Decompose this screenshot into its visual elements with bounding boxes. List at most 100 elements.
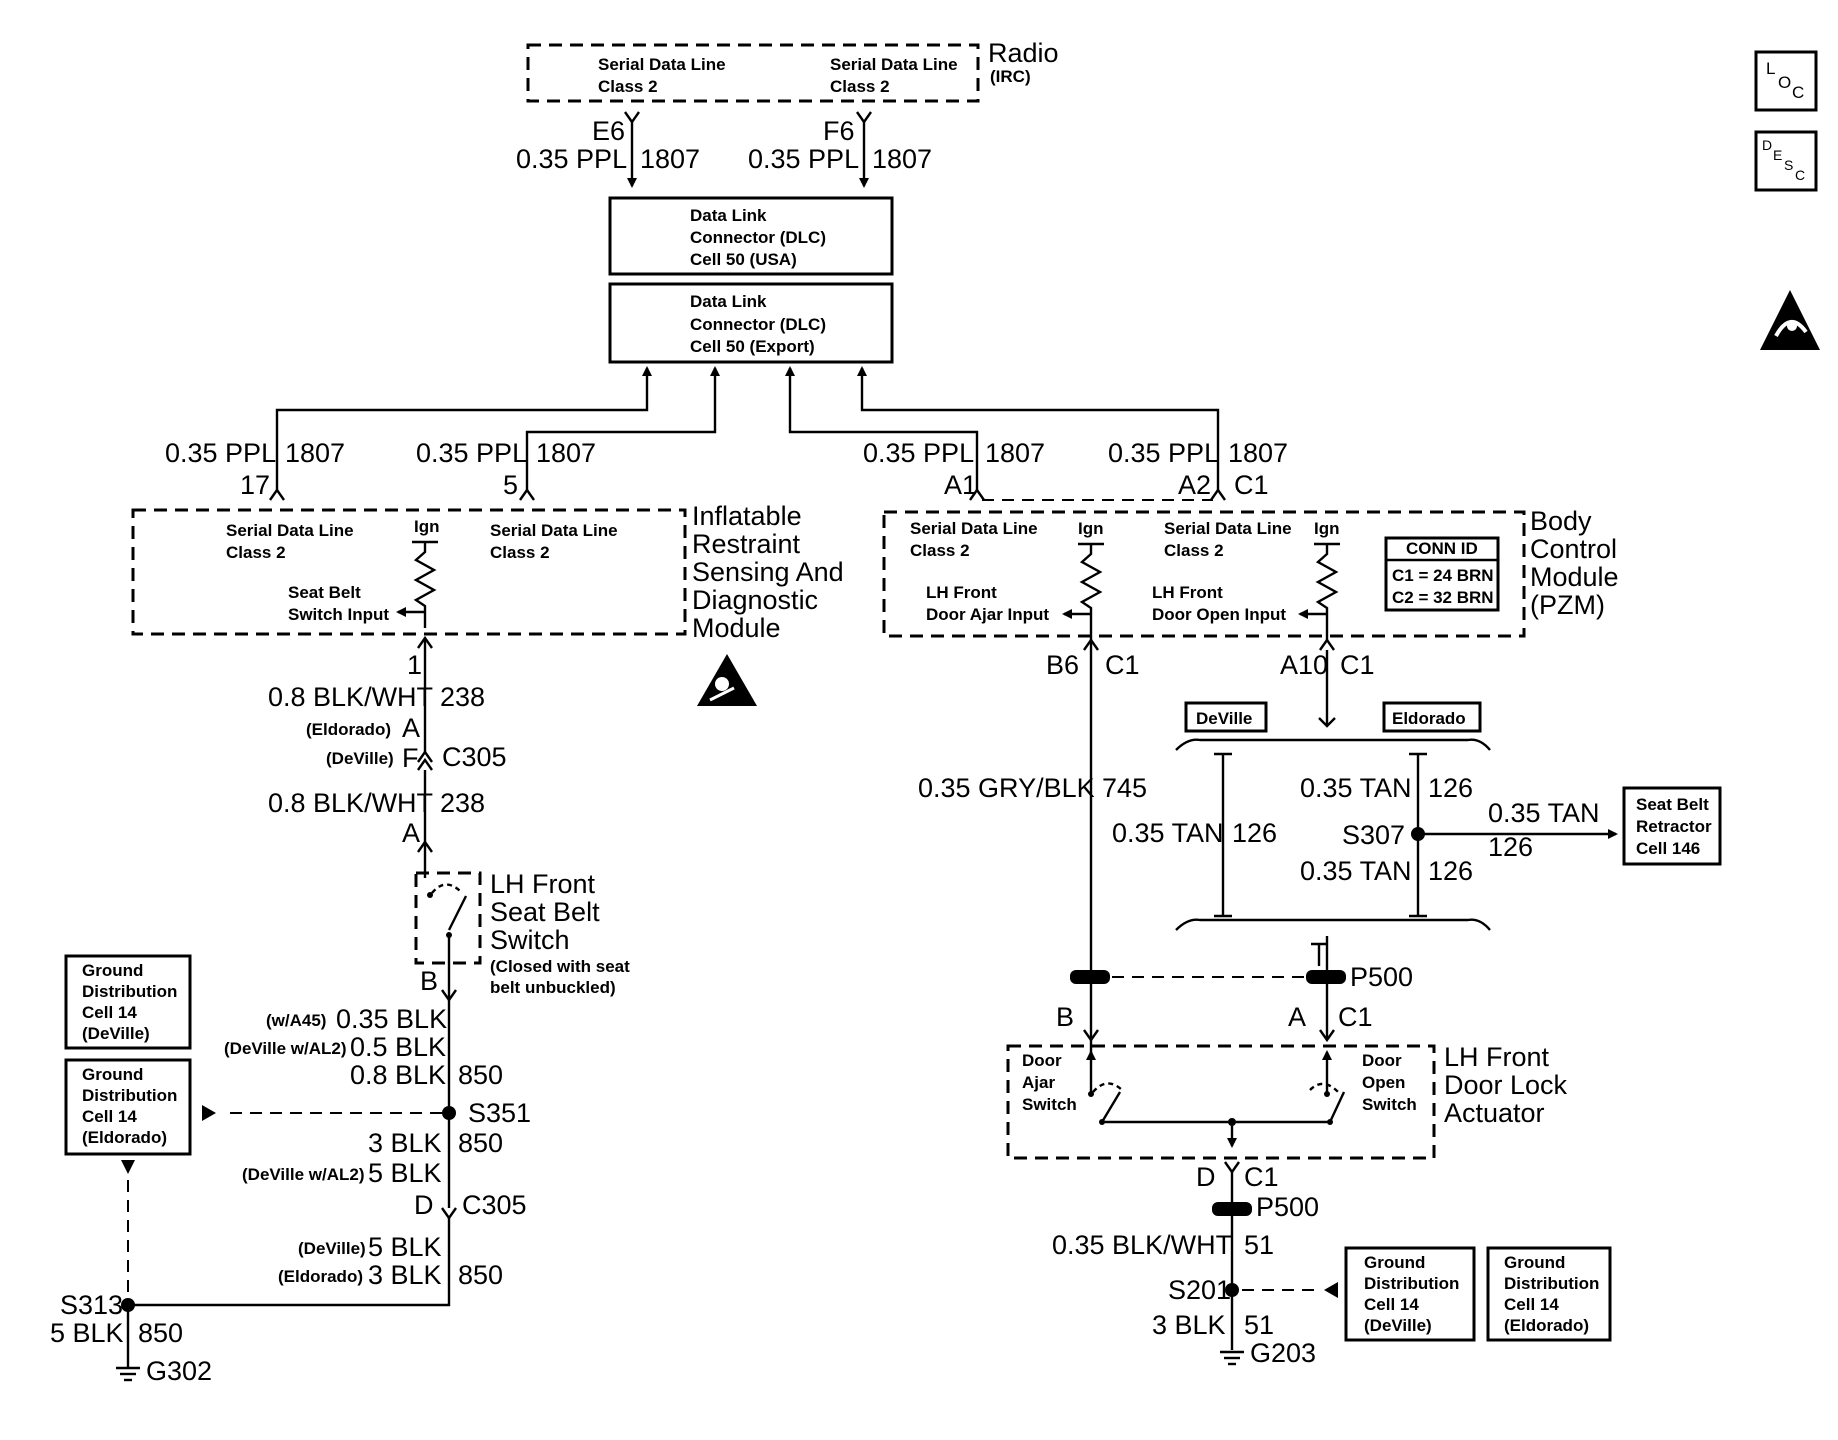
dlc-usa-line2: Connector (DLC) [690,228,826,247]
sdm-title1: Inflatable [692,501,802,531]
sdm-title5: Module [692,613,781,643]
ground-icon [116,1366,140,1382]
conn-c1: C1 [1338,1002,1373,1032]
variant-label: (DeVille w/AL2) [224,1039,347,1058]
variant-bracket-bottom [1175,918,1491,931]
wire-gauge: 0.35 PPL [748,144,859,174]
wire-circuit: 1807 [1228,438,1288,468]
pin-b: B [420,966,438,996]
pin-17: 17 [240,470,270,500]
sdm-class2: Class 2 [490,543,550,562]
wire-gauge: 0.35 PPL [516,144,627,174]
connector-p500: P500 [1256,1192,1319,1222]
svg-text:O: O [1778,73,1791,92]
gd-line: (DeVille) [1364,1316,1432,1335]
pin-5: 5 [503,470,518,500]
sdm-ign: Ign [414,517,440,536]
ajar-label3: Switch [1022,1095,1077,1114]
wire-circuit: 850 [458,1060,503,1090]
sdm-title2: Restraint [692,529,801,559]
bcm-sdl1: Serial Data Line [910,519,1038,538]
svg-text:C: C [1795,167,1805,183]
pin-a1: A1 [944,470,977,500]
variant-bracket-top [1175,738,1491,751]
gd-line: Distribution [1504,1274,1599,1293]
conn-id-box [1384,536,1500,612]
resistor-icon [1315,544,1339,640]
connector-c305-icon [417,749,433,771]
dlc-usa-box: Data Link Connector (DLC) Cell 50 (USA) [608,196,894,276]
esd-warning-icon [1760,290,1820,350]
conn-id-c2: C2 = 32 BRN [1392,588,1494,607]
gd-line: (Eldorado) [1504,1316,1589,1335]
wire-circuit: 126 [1488,832,1533,862]
seat-belt-switch-box [414,871,482,965]
door-open-switch-icon [1328,1091,1346,1123]
radio-class2: Class 2 [830,77,890,96]
sdm-serial-wire-5: 0.35 PPL 1807 5 [416,366,720,501]
wire-gauge: 0.5 BLK [350,1032,446,1062]
wire-circuit: 1807 [536,438,596,468]
svg-text:D: D [1762,137,1772,153]
sdm-title4: Diagnostic [692,585,818,615]
wire-gauge: 0.35 TAN [1112,818,1224,848]
seat-belt-circuit: 1 0.8 BLK/WHT 238 (Eldorado) A (DeVille)… [50,635,630,1386]
gd-line: Cell 14 [82,1003,137,1022]
sdm-title3: Sensing And [692,557,844,587]
wire-gauge: 0.35 BLK/WHT [1052,1230,1232,1260]
connector-c305: C305 [462,1190,527,1220]
ground-dist-deville-right: Ground Distribution Cell 14 (DeVille) [1344,1246,1476,1342]
pin-f6: F6 [823,116,855,146]
svg-text:C: C [1792,83,1804,102]
pin-a: A [1288,1002,1306,1032]
dlc-usa-line1: Data Link [690,206,767,225]
ground-dist-deville-left: Ground Distribution Cell 14 (DeVille) [64,954,192,1050]
wire-circuit: 1807 [985,438,1045,468]
bcm-title1: Body [1530,506,1592,536]
bcm-input2a: LH Front [1152,583,1223,602]
variant-label: (Eldorado) [278,1267,363,1286]
radio-title: Radio [988,38,1059,68]
retractor-line: Seat Belt [1636,795,1709,814]
splice-label: S351 [468,1098,531,1128]
switch-title1: LH Front [490,869,596,899]
gd-line: Ground [1364,1253,1425,1272]
door-lock-actuator: Door Ajar Switch Door Open Switch LH Fro… [1006,1042,1568,1160]
open-label3: Switch [1362,1095,1417,1114]
svg-text:S: S [1784,157,1793,173]
pin-d: D [414,1190,434,1220]
radio-subtitle: (IRC) [990,67,1031,86]
wire-circuit: 51 [1244,1230,1274,1260]
sdm-class1: Class 2 [226,543,286,562]
wire-gauge: 0.35 TAN [1300,856,1412,886]
loc-icon[interactable]: L O C [1754,50,1818,112]
actuator-title1: LH Front [1444,1042,1550,1072]
wire-circuit: 850 [458,1260,503,1290]
bcm-serial-wire-a2: 0.35 PPL 1807 A2 C1 [857,366,1288,501]
wire-gauge: 5 BLK [368,1158,442,1188]
ground-g203: G203 [1250,1338,1316,1368]
wire-gauge: 3 BLK [1152,1310,1226,1340]
wire-circuit: 126 [1428,773,1473,803]
dlc-export-box: Data Link Connector (DLC) Cell 50 (Expor… [608,282,894,364]
dlc-export-line2: Connector (DLC) [690,315,826,334]
conn-c1: C1 [1340,650,1375,680]
wire-gauge: 0.35 TAN [1300,773,1412,803]
wire-gauge: 5 BLK [368,1232,442,1262]
door-open-circuit: A10 C1 DeVille Eldorado 0.35 TAN 126 0.3… [1112,637,1722,1040]
open-label1: Door [1362,1051,1402,1070]
sdm-module: Serial Data Line Class 2 Serial Data Lin… [131,501,844,643]
variant-label: (DeVille) [298,1239,366,1258]
bcm-title3: Module [1530,562,1619,592]
gd-line: Cell 14 [82,1107,137,1126]
wire-gauge: 0.35 TAN [1488,798,1600,828]
sdm-serial-wire-17: 0.35 PPL 1807 17 [165,366,652,501]
wire-circuit: 1807 [640,144,700,174]
ground-icon [1220,1350,1244,1366]
desc-icon[interactable]: D E S C [1754,130,1818,192]
connector-p500: P500 [1350,962,1413,992]
wire-gauge: 0.8 BLK/WHT [268,788,433,818]
actuator-ground-circuit: D C1 P500 0.35 BLK/WHT 51 S201 3 BLK 51 … [1052,1161,1338,1368]
splice-s351 [442,1106,456,1120]
